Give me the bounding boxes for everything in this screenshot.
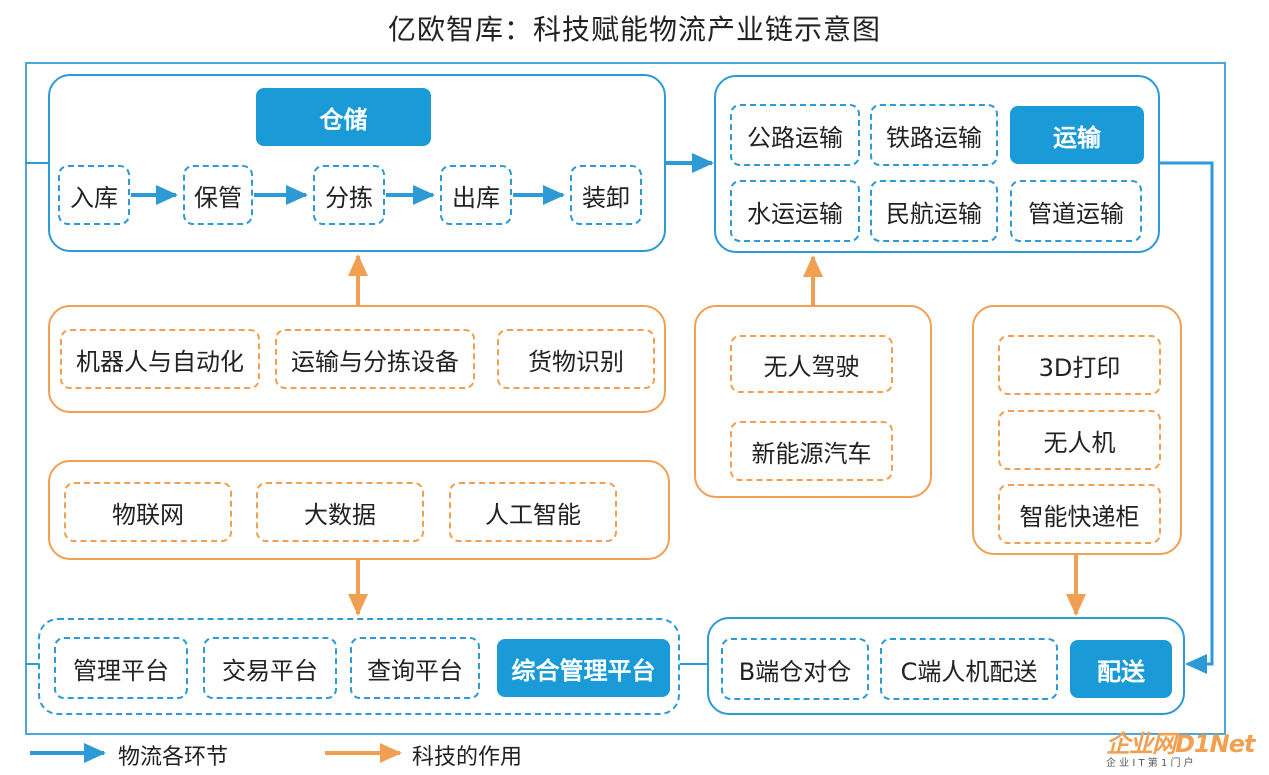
- platform-trading: 交易平台: [203, 637, 337, 699]
- tech-arrows: [348, 254, 1086, 616]
- watermark-sub: 企 业 I T 第 1 门 户: [1106, 758, 1194, 769]
- delivery-b2b: B端仓对仓: [721, 638, 869, 700]
- delivery-header: 配送: [1070, 640, 1172, 698]
- tech-iot: 物联网: [64, 482, 232, 542]
- tech-goods-recognition: 货物识别: [497, 329, 655, 389]
- tech-drone: 无人机: [998, 410, 1161, 470]
- transport-to-delivery-arrow: [1160, 161, 1214, 674]
- tech-3d-printing: 3D打印: [998, 335, 1161, 395]
- warehouse-header: 仓储: [256, 88, 431, 146]
- platform-header: 综合管理平台: [497, 639, 670, 697]
- watermark-main: 企业网D1Net: [1106, 730, 1255, 758]
- warehouse-step-sorting: 分拣: [313, 165, 385, 225]
- legend-tech-label: 科技的作用: [412, 745, 523, 770]
- tech-smart-locker: 智能快递柜: [998, 484, 1161, 544]
- transport-rail: 铁路运输: [870, 104, 998, 166]
- tech-sorting-equipment: 运输与分拣设备: [275, 329, 475, 389]
- tech-ai: 人工智能: [449, 482, 617, 542]
- warehouse-step-inbound: 入库: [58, 165, 130, 225]
- transport-header: 运输: [1010, 106, 1144, 164]
- platform-management: 管理平台: [54, 637, 188, 699]
- warehouse-step-storage: 保管: [183, 165, 253, 225]
- outer-frame: [25, 62, 1226, 735]
- tech-big-data: 大数据: [256, 482, 424, 542]
- page-title: 亿欧智库：科技赋能物流产业链示意图: [387, 13, 881, 46]
- tech-robotics: 机器人与自动化: [60, 329, 260, 389]
- platform-query: 查询平台: [350, 637, 480, 699]
- warehouse-step-loading: 装卸: [570, 165, 642, 225]
- transport-road: 公路运输: [730, 104, 860, 166]
- tech-new-energy-vehicle: 新能源汽车: [730, 421, 893, 481]
- watermark-logo: 企业网D1Net 企 业 I T 第 1 门 户: [1106, 731, 1266, 775]
- warehouse-step-outbound: 出库: [440, 165, 512, 225]
- transport-water: 水运运输: [730, 180, 860, 242]
- transport-air: 民航运输: [870, 180, 998, 242]
- legend-logistics-label: 物流各环节: [118, 745, 229, 770]
- transport-pipeline: 管道运输: [1010, 180, 1142, 242]
- tech-autonomous-driving: 无人驾驶: [730, 335, 893, 393]
- delivery-c-end: C端人机配送: [880, 638, 1058, 700]
